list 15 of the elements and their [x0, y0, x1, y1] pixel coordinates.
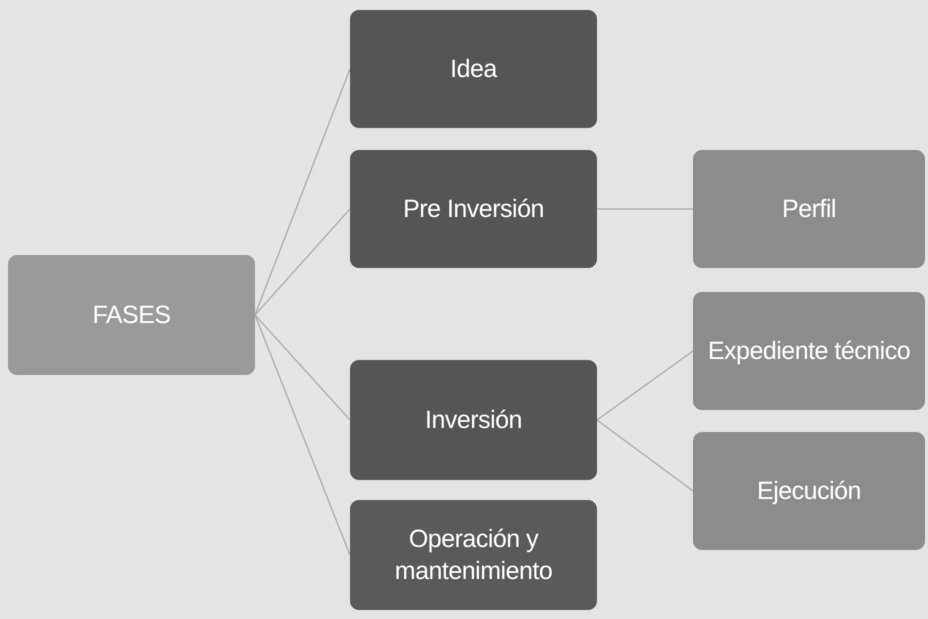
phase-box: Ejecución	[693, 432, 925, 550]
phase-box: Expediente técnico	[693, 292, 925, 410]
connector-line	[254, 68, 351, 316]
phase-box: Inversión	[350, 360, 597, 480]
connector-line	[254, 314, 350, 420]
phase-box: Idea	[350, 10, 597, 128]
phase-box: Perfil	[693, 150, 925, 268]
phase-box: Operación y mantenimiento	[350, 500, 597, 610]
connector-line	[596, 350, 694, 421]
phase-box: FASES	[8, 255, 255, 375]
connector-line	[596, 419, 694, 492]
connector-line	[254, 314, 351, 556]
phase-box: Pre Inversión	[350, 150, 597, 268]
connector-line	[597, 208, 693, 210]
connector-line	[254, 208, 350, 316]
